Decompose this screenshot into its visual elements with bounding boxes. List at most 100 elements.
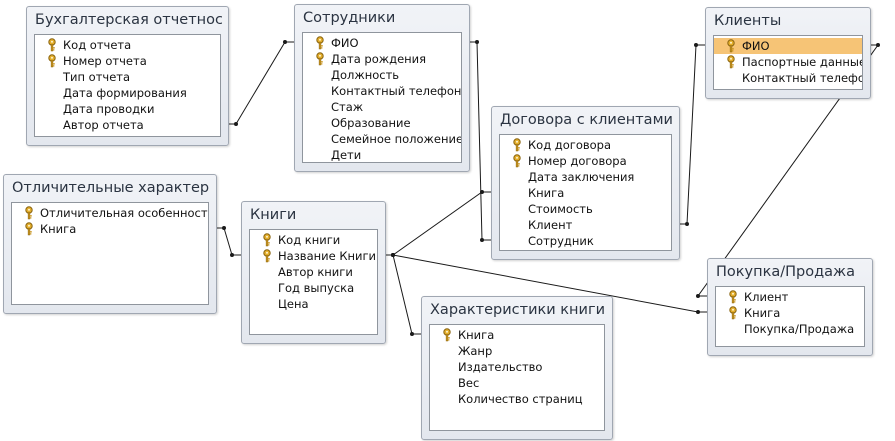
relationship-line[interactable] <box>215 227 241 256</box>
field-item[interactable]: Год выпуска <box>250 280 377 296</box>
table-title[interactable]: Отличительные характер... <box>12 180 210 196</box>
field-name: Цена <box>278 297 309 311</box>
relationship-line[interactable] <box>468 41 491 241</box>
table-title[interactable]: Покупка/Продажа <box>716 264 855 280</box>
primary-key-field[interactable]: Код договора <box>500 137 671 153</box>
relationship-endpoint <box>475 40 479 44</box>
table-title[interactable]: Бухгалтерская отчетность <box>35 12 222 28</box>
primary-key-field[interactable]: Код книги <box>250 232 377 248</box>
relationship-line[interactable] <box>384 254 421 335</box>
primary-key-icon <box>726 39 736 53</box>
field-item[interactable]: Дата формирования <box>35 85 220 101</box>
field-item[interactable]: Контактный телефон <box>303 83 461 99</box>
field-item[interactable]: Стаж <box>303 99 461 115</box>
relationship-endpoint <box>234 122 238 126</box>
primary-key-field[interactable]: Дата рождения <box>303 51 461 67</box>
primary-key-field[interactable]: Код отчета <box>35 37 220 53</box>
field-name: Издательство <box>458 360 543 374</box>
primary-key-icon <box>262 233 272 247</box>
primary-key-field[interactable]: Книга <box>430 327 604 343</box>
field-item[interactable]: Тип отчета <box>35 69 220 85</box>
field-name: Контактный телефон <box>742 71 863 85</box>
field-item[interactable]: Покупка/Продажа <box>716 321 864 337</box>
field-name: Код книги <box>278 233 341 247</box>
primary-key-icon <box>728 306 738 320</box>
primary-key-field[interactable]: Номер отчета <box>35 53 220 69</box>
field-item[interactable]: Должность <box>303 67 461 83</box>
table-title[interactable]: Договора с клиентами... <box>500 112 673 128</box>
relationship-endpoint <box>222 226 226 230</box>
field-item[interactable]: Количество страниц <box>430 391 604 407</box>
field-item[interactable]: Клиент <box>500 217 671 233</box>
field-item[interactable]: Образование <box>303 115 461 131</box>
table-title[interactable]: Сотрудники <box>303 10 396 26</box>
field-item[interactable]: Книга <box>500 185 671 201</box>
field-item[interactable]: Цена <box>250 296 377 312</box>
field-name: ФИО <box>742 39 770 53</box>
field-name: Покупка/Продажа <box>744 322 855 336</box>
table-title[interactable]: Характеристики книги <box>430 302 605 318</box>
field-item[interactable]: Сотрудник <box>500 233 671 249</box>
primary-key-field[interactable]: ФИО <box>303 35 461 51</box>
field-name: Автор отчета <box>63 118 144 132</box>
field-item[interactable]: Контактный телефон <box>714 70 862 86</box>
field-name: Вес <box>458 376 480 390</box>
field-item[interactable]: Дети <box>303 147 461 162</box>
primary-key-field[interactable]: Книга <box>12 221 208 237</box>
table-title[interactable]: Клиенты <box>714 13 782 29</box>
field-name: Книга <box>40 222 77 236</box>
relationship-endpoint <box>876 43 880 47</box>
primary-key-icon <box>24 206 34 220</box>
field-name: Дата проводки <box>63 102 155 116</box>
primary-key-icon <box>442 328 452 342</box>
primary-key-field[interactable]: ФИО <box>714 38 862 54</box>
field-name: Код договора <box>528 138 612 152</box>
field-item[interactable]: Жанр <box>430 343 604 359</box>
relationship-line[interactable] <box>227 41 294 125</box>
field-name: Паспортные данные <box>742 55 863 69</box>
primary-key-icon <box>512 138 522 152</box>
primary-key-field[interactable]: Книга <box>716 305 864 321</box>
primary-key-field[interactable]: Название Книги <box>250 248 377 264</box>
relationship-endpoint <box>694 43 698 47</box>
primary-key-field[interactable]: Отличительная особенность <box>12 205 208 221</box>
field-name: Стоимость <box>528 202 593 216</box>
primary-key-icon <box>726 55 736 69</box>
primary-key-field[interactable]: Клиент <box>716 289 864 305</box>
relationship-endpoint <box>391 253 395 257</box>
relationship-line[interactable] <box>678 44 705 225</box>
relationship-line[interactable] <box>384 191 491 256</box>
table-features[interactable]: Отличительные характер... Отличительная о… <box>3 174 217 314</box>
relationship-endpoint <box>685 222 689 226</box>
field-name: Тип отчета <box>63 70 131 84</box>
field-item[interactable]: Семейное положение <box>303 131 461 147</box>
field-item[interactable]: Автор книги <box>250 264 377 280</box>
table-title[interactable]: Книги <box>250 207 297 223</box>
primary-key-field[interactable]: Паспортные данные <box>714 54 862 70</box>
primary-key-field[interactable]: Номер договора <box>500 153 671 169</box>
field-item[interactable]: Вес <box>430 375 604 391</box>
field-item[interactable]: Автор отчета <box>35 117 220 133</box>
field-item[interactable]: Стоимость <box>500 201 671 217</box>
field-item[interactable]: Дата заключения <box>500 169 671 185</box>
field-item[interactable]: Дата проводки <box>35 101 220 117</box>
primary-key-icon <box>315 36 325 50</box>
relationship-endpoint <box>391 253 395 257</box>
field-name: Книга <box>744 306 781 320</box>
field-item[interactable]: Издательство <box>430 359 604 375</box>
